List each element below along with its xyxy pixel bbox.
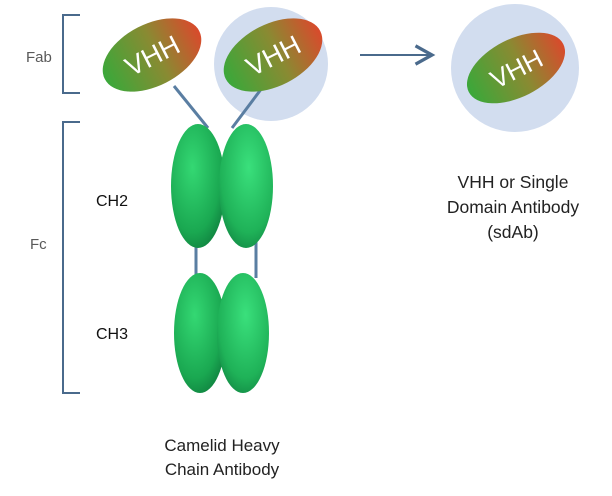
ch2-domain-right bbox=[219, 124, 273, 248]
ch3-domain-right bbox=[217, 273, 269, 393]
fc-label: Fc bbox=[30, 236, 47, 253]
heavy-chain-caption-line-1: Camelid Heavy bbox=[164, 436, 280, 455]
ch3-domain-left bbox=[174, 273, 226, 393]
fc-bracket bbox=[62, 121, 80, 394]
sdab-caption: VHH or Single Domain Antibody (sdAb) bbox=[408, 170, 612, 245]
ch3-label: CH3 bbox=[96, 326, 129, 343]
heavy-chain-caption: Camelid Heavy Chain Antibody bbox=[132, 434, 312, 482]
fab-label: Fab bbox=[26, 49, 52, 66]
sdab-caption-line-1: VHH or Single bbox=[457, 172, 569, 192]
sdab-caption-line-3: (sdAb) bbox=[487, 222, 539, 242]
vhh-domain-left: VHH bbox=[102, 18, 202, 92]
ch2-domain-left bbox=[171, 124, 225, 248]
sdab-caption-line-2: Domain Antibody bbox=[446, 197, 580, 217]
fab-bracket bbox=[62, 14, 80, 94]
vhh-domain-right: VHH bbox=[223, 18, 323, 92]
heavy-chain-caption-line-2: Chain Antibody bbox=[164, 460, 280, 479]
linker-left-fab bbox=[172, 85, 210, 129]
sdab-vhh-domain: VHH bbox=[466, 32, 566, 104]
linker-right-fab bbox=[230, 87, 264, 129]
ch2-label: CH2 bbox=[96, 193, 129, 210]
